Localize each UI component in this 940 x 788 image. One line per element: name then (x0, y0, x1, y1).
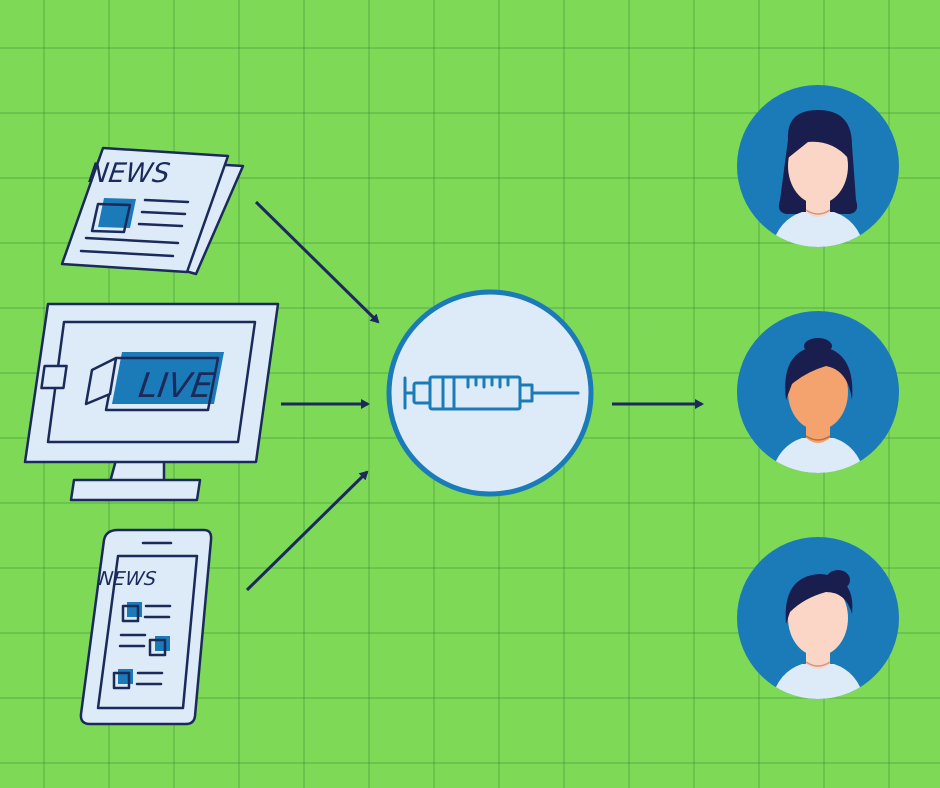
newspaper-title: NEWS (86, 158, 171, 189)
phone-news-label: NEWS (98, 568, 157, 590)
person-avatar-icon (737, 537, 899, 699)
newspaper-icon: NEWS (60, 146, 245, 276)
vaccine-circle (386, 289, 594, 497)
smartphone-icon: NEWS (79, 528, 213, 726)
person-avatar-icon (737, 311, 899, 473)
syringe-icon (403, 375, 580, 411)
arrow-news-to-center (254, 200, 380, 324)
person-avatar-icon (737, 85, 899, 247)
tv-live-label: LIVE (136, 366, 216, 406)
arrows (245, 200, 704, 592)
arrow-phone-to-center (245, 470, 369, 592)
tv-monitor-icon: LIVE (23, 302, 280, 502)
